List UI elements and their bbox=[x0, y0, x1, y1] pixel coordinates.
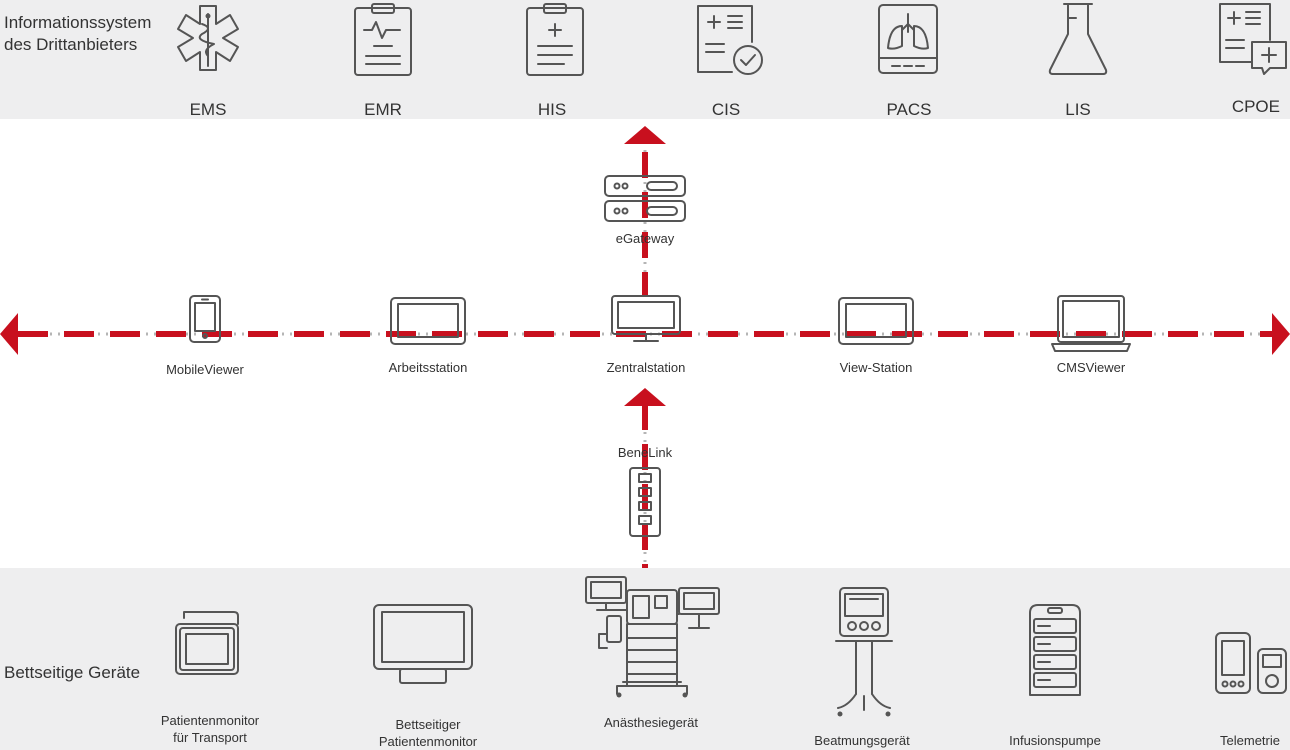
node-label-cmsviewer: CMSViewer bbox=[1056, 360, 1126, 375]
node-label-mobileviewer: MobileViewer bbox=[166, 362, 244, 377]
third-party-label-line2: des Drittanbieters bbox=[4, 35, 138, 54]
anesthesia-machine-icon bbox=[585, 576, 720, 698]
device-label-line2: für Transport bbox=[173, 730, 247, 745]
caduceus-icon bbox=[177, 5, 239, 71]
device-label-bedside-monitor: Bettseitiger Patientenmonitor bbox=[353, 716, 503, 750]
telemetry-icon bbox=[1215, 632, 1287, 694]
system-label-his: HIS bbox=[537, 100, 567, 119]
node-label-arbeitsstation: Arbeitsstation bbox=[388, 360, 468, 375]
server-icon bbox=[604, 175, 686, 222]
monitor-icon bbox=[390, 297, 466, 345]
clipboard-ecg-icon bbox=[354, 3, 412, 76]
system-label-ems: EMS bbox=[189, 100, 227, 119]
ventilator-icon bbox=[835, 587, 893, 717]
benelink-label: BeneLink bbox=[617, 445, 673, 460]
infusion-pump-icon bbox=[1029, 604, 1081, 696]
benelink-module-icon bbox=[629, 467, 661, 537]
third-party-section-label: Informationssystem des Drittanbieters bbox=[4, 12, 151, 56]
desktop-monitor-icon bbox=[611, 295, 681, 342]
system-label-cpoe: CPOE bbox=[1231, 97, 1280, 116]
order-entry-icon bbox=[1219, 3, 1287, 75]
system-label-emr: EMR bbox=[364, 100, 402, 119]
device-label-infusion-pump: Infusionspumpe bbox=[1009, 733, 1101, 748]
lung-xray-icon bbox=[878, 4, 938, 74]
system-label-pacs: PACS bbox=[886, 100, 932, 119]
bedside-section-label: Bettseitige Geräte bbox=[4, 663, 141, 682]
transport-monitor-icon bbox=[175, 611, 239, 675]
device-label-telemetry: Telemetrie bbox=[1220, 733, 1280, 748]
smartphone-icon bbox=[189, 295, 221, 343]
system-label-lis: LIS bbox=[1065, 100, 1091, 119]
device-label-line1: Bettseitiger bbox=[395, 717, 461, 732]
gateway-label: eGateway bbox=[615, 231, 675, 246]
device-label-ventilator: Beatmungsgerät bbox=[814, 733, 910, 748]
third-party-label-line1: Informationssystem bbox=[4, 13, 152, 32]
clipboard-plus-icon bbox=[526, 3, 584, 76]
document-check-icon bbox=[697, 5, 763, 75]
bedside-monitor-icon bbox=[373, 604, 473, 684]
uplink-arrow bbox=[624, 126, 666, 144]
node-label-zentralstation: Zentralstation bbox=[606, 360, 686, 375]
system-label-cis: CIS bbox=[711, 100, 741, 119]
device-label-transport-monitor: Patientenmonitor für Transport bbox=[135, 712, 285, 746]
backbone-arrow-right bbox=[1272, 313, 1290, 355]
backbone-arrow-left bbox=[0, 313, 18, 355]
monitor-icon-view-station bbox=[838, 297, 914, 345]
device-label-anesthesia: Anästhesiegerät bbox=[604, 715, 698, 730]
node-label-view-station: View-Station bbox=[839, 360, 913, 375]
device-label-line1: Patientenmonitor bbox=[160, 713, 260, 728]
laptop-icon bbox=[1051, 295, 1131, 352]
bedside-arrow bbox=[624, 388, 666, 406]
device-label-line2: Patientenmonitor bbox=[378, 734, 478, 749]
flask-icon bbox=[1048, 3, 1108, 75]
